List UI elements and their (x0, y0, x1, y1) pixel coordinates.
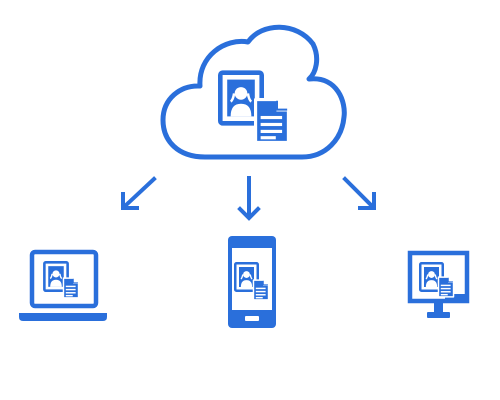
laptop-icon (19, 249, 107, 321)
arrow-down-icon (237, 176, 261, 221)
laptop (19, 249, 107, 321)
document-icon (253, 97, 291, 145)
arrow-down-right-icon (342, 176, 376, 210)
cloud-content (220, 73, 291, 145)
document-icon (437, 276, 455, 298)
document-icon (62, 277, 80, 299)
document-icon (252, 279, 270, 301)
cloud-icon (160, 24, 347, 160)
smartphone (228, 236, 276, 328)
cloud (160, 24, 347, 160)
desktop-monitor-icon (407, 250, 470, 318)
desktop-monitor (407, 250, 470, 318)
arrows (121, 176, 376, 221)
arrow-down-left-icon (121, 176, 157, 210)
